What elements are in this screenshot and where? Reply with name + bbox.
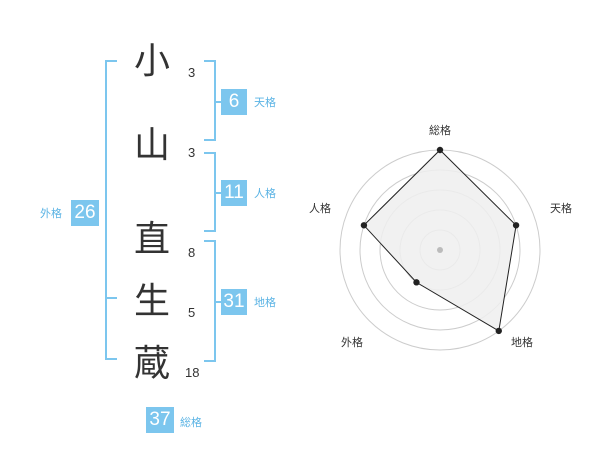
- stroke-count-5: 18: [185, 365, 200, 380]
- jinkaku-label: 人格: [254, 187, 276, 200]
- jinkaku-value: 11: [221, 180, 247, 206]
- stroke-count-2: 3: [188, 145, 196, 160]
- tenkaku-value: 6: [221, 89, 247, 115]
- name-char-3: 直: [133, 219, 170, 260]
- gaikaku-bracket-tick: [105, 297, 117, 299]
- tenkaku-bracket: [204, 60, 216, 141]
- radar-center: [437, 247, 443, 253]
- gaikaku-label: 外格: [40, 207, 62, 220]
- stroke-count-3: 8: [188, 245, 196, 260]
- stroke-count-1: 3: [188, 65, 196, 80]
- radar-point-4: [413, 279, 420, 286]
- tenkaku-tick: [214, 101, 221, 103]
- stroke-count-4: 5: [188, 305, 196, 320]
- chikaku-tick: [214, 301, 221, 303]
- radar-point-2: [512, 222, 520, 229]
- jinkaku-tick: [214, 192, 221, 194]
- chikaku-label: 地格: [254, 296, 276, 309]
- name-char-1: 小: [133, 41, 170, 82]
- fortune-radar-chart: 総格 天格 地格 外格 人格: [309, 123, 572, 351]
- radar-value-polygon: [363, 149, 517, 332]
- radar-point-3: [495, 327, 502, 335]
- gaikaku-value: 26: [71, 200, 99, 226]
- axis-label-gaikaku: 外格: [341, 335, 363, 349]
- name-char-2: 山: [133, 125, 170, 166]
- gaikaku-bracket: [105, 60, 117, 360]
- tenkaku-label: 天格: [254, 96, 276, 109]
- chikaku-value: 31: [221, 289, 247, 315]
- radar-point-5: [360, 222, 368, 229]
- name-char-4: 生: [133, 281, 170, 322]
- radar-point-1: [436, 146, 444, 154]
- soukaku-value: 37: [146, 407, 174, 433]
- axis-label-soukaku: 総格: [429, 123, 451, 137]
- axis-label-tenkaku: 天格: [550, 201, 572, 215]
- soukaku-label: 総格: [180, 416, 202, 429]
- axis-label-jinkaku: 人格: [309, 201, 331, 215]
- axis-label-chikaku: 地格: [511, 335, 533, 349]
- name-char-5: 蔵: [133, 343, 170, 384]
